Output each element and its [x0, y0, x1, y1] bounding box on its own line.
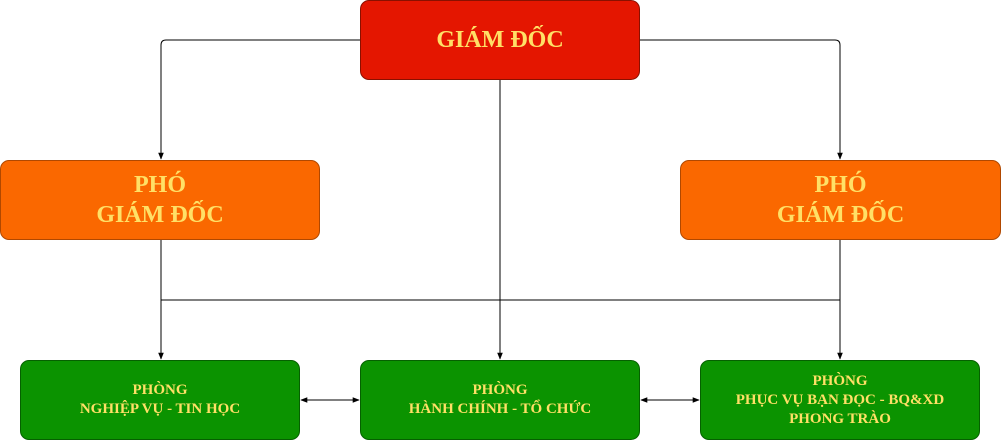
node-deputy-left: PHÓ GIÁM ĐỐC [0, 160, 320, 240]
node-deputy-right-line-2: GIÁM ĐỐC [776, 202, 905, 228]
connector-director-to-deputy-left [158, 39, 360, 160]
node-dept-2: PHÒNG HÀNH CHÍNH - TỔ CHỨC [360, 360, 640, 440]
node-dept-3-line-3: PHONG TRÀO [789, 410, 891, 427]
node-dept-3: PHÒNG PHỤC VỤ BẠN ĐỌC - BQ&XD PHONG TRÀO [700, 360, 980, 440]
connector-director-to-deputy-right [640, 39, 843, 160]
node-dept-1-line-2: NGHIỆP VỤ - TIN HỌC [79, 401, 241, 417]
node-dept-1: PHÒNG NGHIỆP VỤ - TIN HỌC [20, 360, 300, 440]
node-deputy-left-line-2: GIÁM ĐỐC [96, 202, 224, 228]
node-dept-2-line-2: HÀNH CHÍNH - TỔ CHỨC [408, 401, 592, 417]
node-dept-3-line-1: PHÒNG [812, 372, 868, 389]
node-deputy-right: PHÓ GIÁM ĐỐC [680, 160, 1001, 240]
node-director-label: GIÁM ĐỐC [436, 26, 564, 53]
node-dept-2-line-1: PHÒNG [472, 382, 528, 398]
node-deputy-left-line-1: PHÓ [134, 172, 186, 198]
node-dept-1-line-1: PHÒNG [132, 382, 188, 398]
node-director: GIÁM ĐỐC [360, 0, 640, 80]
node-deputy-right-line-1: PHÓ [814, 172, 867, 198]
node-dept-3-line-2: PHỤC VỤ BẠN ĐỌC - BQ&XD [735, 391, 945, 408]
